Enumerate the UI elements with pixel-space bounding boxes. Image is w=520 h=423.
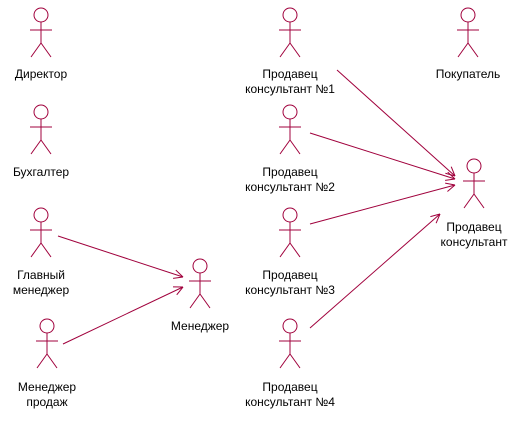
generalization-arrow-consultant2[interactable] (309, 132, 456, 181)
actor-consultant4-icon[interactable] (279, 318, 301, 369)
actor-label-line: консультант №2 (245, 180, 335, 194)
actor-manager-icon[interactable] (189, 258, 211, 309)
actor-label-line: Бухгалтер (12, 165, 70, 179)
actor-director-icon[interactable] (30, 7, 52, 58)
actor-consultant3-icon[interactable] (279, 207, 301, 258)
actor-label-accountant: Бухгалтер (13, 165, 69, 180)
actor-consultant2-icon[interactable] (279, 104, 301, 155)
generalization-arrow-consultant3[interactable] (309, 182, 456, 225)
actor-label-line: Главный (17, 268, 65, 282)
actor-consultant-icon[interactable] (463, 158, 485, 209)
actor-label-line: Продавец (262, 380, 318, 394)
actor-label-line: Директор (14, 67, 68, 81)
actor-label-director: Директор (15, 67, 67, 82)
actor-label-line: Продавец (262, 165, 318, 179)
actor-label-line: консультант №3 (245, 283, 335, 297)
generalization-arrow-sales-manager[interactable] (62, 286, 184, 345)
actor-consultant1-icon[interactable] (279, 7, 301, 58)
actor-label-line: менеджер (12, 283, 70, 297)
actor-label-line: консультант (440, 235, 508, 249)
actor-buyer-icon[interactable] (457, 7, 479, 58)
actor-label-line: Продавец (262, 67, 318, 81)
actor-label-line: Менеджер (170, 319, 230, 333)
generalization-arrow-chief-manager[interactable] (57, 235, 184, 279)
actor-label-line: продаж (26, 395, 68, 409)
actor-label-line: консультант №1 (245, 82, 335, 96)
actor-chief-manager-icon[interactable] (30, 207, 52, 258)
actor-label-line: Менеджер (17, 380, 77, 394)
actor-label-buyer: Покупатель (436, 67, 500, 82)
actor-label-manager: Менеджер (171, 319, 229, 334)
actor-label-line: консультант №4 (245, 395, 335, 409)
actor-label-line: Продавец (262, 268, 318, 282)
actor-accountant-icon[interactable] (30, 104, 52, 155)
actor-label-line: Покупатель (435, 67, 501, 81)
actor-sales-manager-icon[interactable] (36, 318, 58, 369)
actor-label-line: Продавец (446, 220, 502, 234)
generalization-arrow-consultant4[interactable] (309, 213, 441, 329)
